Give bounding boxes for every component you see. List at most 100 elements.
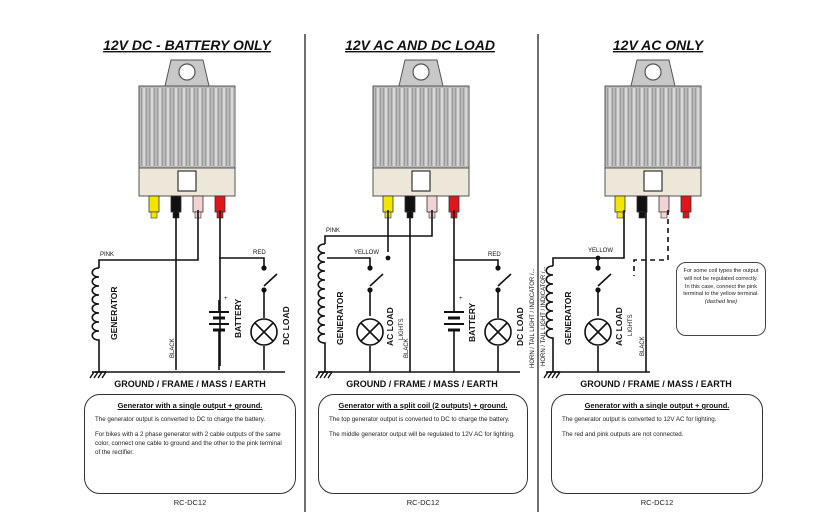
lights-label: LIGHTS — [399, 318, 405, 340]
box-heading: Generator with a single output + ground. — [117, 401, 263, 410]
junction-dot — [595, 255, 601, 261]
label-window — [177, 170, 197, 192]
black-terminal — [404, 195, 416, 213]
heatsink-fin — [695, 88, 701, 166]
ac-load-label: AC LOAD — [385, 307, 395, 346]
horn-label: HORN / TAIL LIGHT / INDICATOR /... — [541, 266, 547, 366]
heatsink-fin — [149, 88, 155, 166]
red-label: RED — [488, 252, 501, 258]
red-terminal — [680, 195, 692, 213]
switch-contact — [495, 287, 501, 293]
heatsink-fin — [439, 88, 445, 166]
switch-contact — [495, 265, 501, 271]
coil-type-note: For some coil types the output will not … — [676, 262, 766, 336]
battery-symbol — [444, 311, 464, 332]
heatsink-fin — [407, 88, 413, 166]
heatsink-fin — [623, 88, 629, 166]
heatsink-fin — [383, 88, 389, 166]
ground-label: GROUND / FRAME / MASS / EARTH — [346, 379, 498, 389]
yellow-label: YELLOW — [354, 250, 379, 256]
generator-coil — [545, 265, 554, 346]
panel-title: 12V AC ONLY — [613, 37, 705, 53]
heatsink-fin — [447, 88, 453, 166]
heatsink-fin — [197, 88, 203, 166]
heatsink-fin — [671, 88, 677, 166]
pink-label: PINK — [326, 228, 340, 234]
switch-contact — [595, 287, 601, 293]
black-terminal — [636, 195, 648, 213]
label-window — [411, 170, 431, 192]
generator-label: GENERATOR — [335, 291, 345, 345]
black-label: BLACK — [640, 336, 646, 356]
heatsink-fin — [463, 88, 469, 166]
product-code: RC-DC12 — [173, 498, 207, 507]
heatsink-fin — [455, 88, 461, 166]
lamp-symbol — [584, 318, 612, 346]
red-terminal — [448, 195, 460, 213]
heatsink-fin — [375, 88, 381, 166]
junction-dot — [385, 255, 391, 261]
heatsink-fin — [157, 88, 163, 166]
yellow-terminal — [382, 195, 394, 213]
note-dashed-hint: (dashed line) — [704, 299, 738, 306]
box-paragraph: The middle generator output will be regu… — [329, 430, 515, 438]
panel-title: 12V AC AND DC LOAD — [345, 37, 495, 53]
mounting-hole — [178, 63, 196, 81]
heatsink-fin — [431, 88, 437, 166]
mounting-hole — [412, 63, 430, 81]
black-terminal — [170, 195, 182, 213]
description-box: Generator with a single output + ground.… — [551, 394, 763, 494]
lamp-symbol — [356, 318, 512, 346]
optional-pink-yellow-link — [633, 210, 669, 276]
switch-contact — [261, 265, 267, 271]
black-label: BLACK — [404, 338, 410, 358]
box-paragraph: The red and pink outputs are not connect… — [562, 430, 684, 438]
pink-terminal-tip — [660, 211, 668, 219]
box-paragraph: For bikes with a 2 phase generator with … — [95, 430, 282, 456]
heatsink-fin — [679, 88, 685, 166]
box-paragraph: The top generator output is converted to… — [329, 416, 510, 423]
yellow-terminal-tip — [150, 211, 158, 219]
heatsink-fin — [663, 88, 669, 166]
heatsink-fin — [141, 88, 147, 166]
red-terminal — [214, 195, 226, 213]
heatsink-fin — [399, 88, 405, 166]
generator-label: GENERATOR — [563, 291, 573, 345]
switch-contact — [367, 287, 373, 293]
description-box: Generator with a single output + ground.… — [84, 394, 296, 494]
heatsink-fin — [181, 88, 187, 166]
heatsink-fin — [391, 88, 397, 166]
battery-plus: + — [224, 296, 228, 302]
box-paragraph: The generator output is converted to 12V… — [562, 416, 717, 423]
yellow-terminal — [148, 195, 160, 213]
heatsink-fin — [647, 88, 653, 166]
heatsink-fin — [615, 88, 621, 166]
battery-symbol — [209, 311, 229, 332]
heatsink-fin — [639, 88, 645, 166]
ground-label: GROUND / FRAME / MASS / EARTH — [580, 379, 732, 389]
battery-label: BATTERY — [467, 302, 477, 342]
label-window — [643, 170, 663, 192]
heatsink-fin — [687, 88, 693, 166]
dc-load-label: DC LOAD — [281, 306, 291, 345]
note-text: For some coil types the output will not … — [683, 268, 759, 298]
product-code: RC-DC12 — [406, 498, 440, 507]
generator-coil — [317, 243, 326, 346]
battery-label: BATTERY — [233, 298, 243, 338]
switch-contact — [261, 287, 267, 293]
red-label: RED — [253, 250, 266, 256]
horn-label: HORN / TAIL LIGHT / INDICATOR /... — [530, 268, 536, 368]
product-code: RC-DC12 — [640, 498, 674, 507]
box-heading: Generator with a single output + ground. — [584, 401, 730, 410]
generator-label: GENERATOR — [109, 286, 119, 340]
heatsink-fin — [213, 88, 219, 166]
mounting-hole — [644, 63, 662, 81]
heatsink-fin — [655, 88, 661, 166]
ac-load-label: AC LOAD — [614, 307, 624, 346]
yellow-label: YELLOW — [588, 248, 613, 254]
heatsink-fin — [423, 88, 429, 166]
yellow-terminal — [614, 195, 626, 213]
pink-label: PINK — [100, 252, 114, 258]
red-terminal-tip — [682, 211, 690, 219]
